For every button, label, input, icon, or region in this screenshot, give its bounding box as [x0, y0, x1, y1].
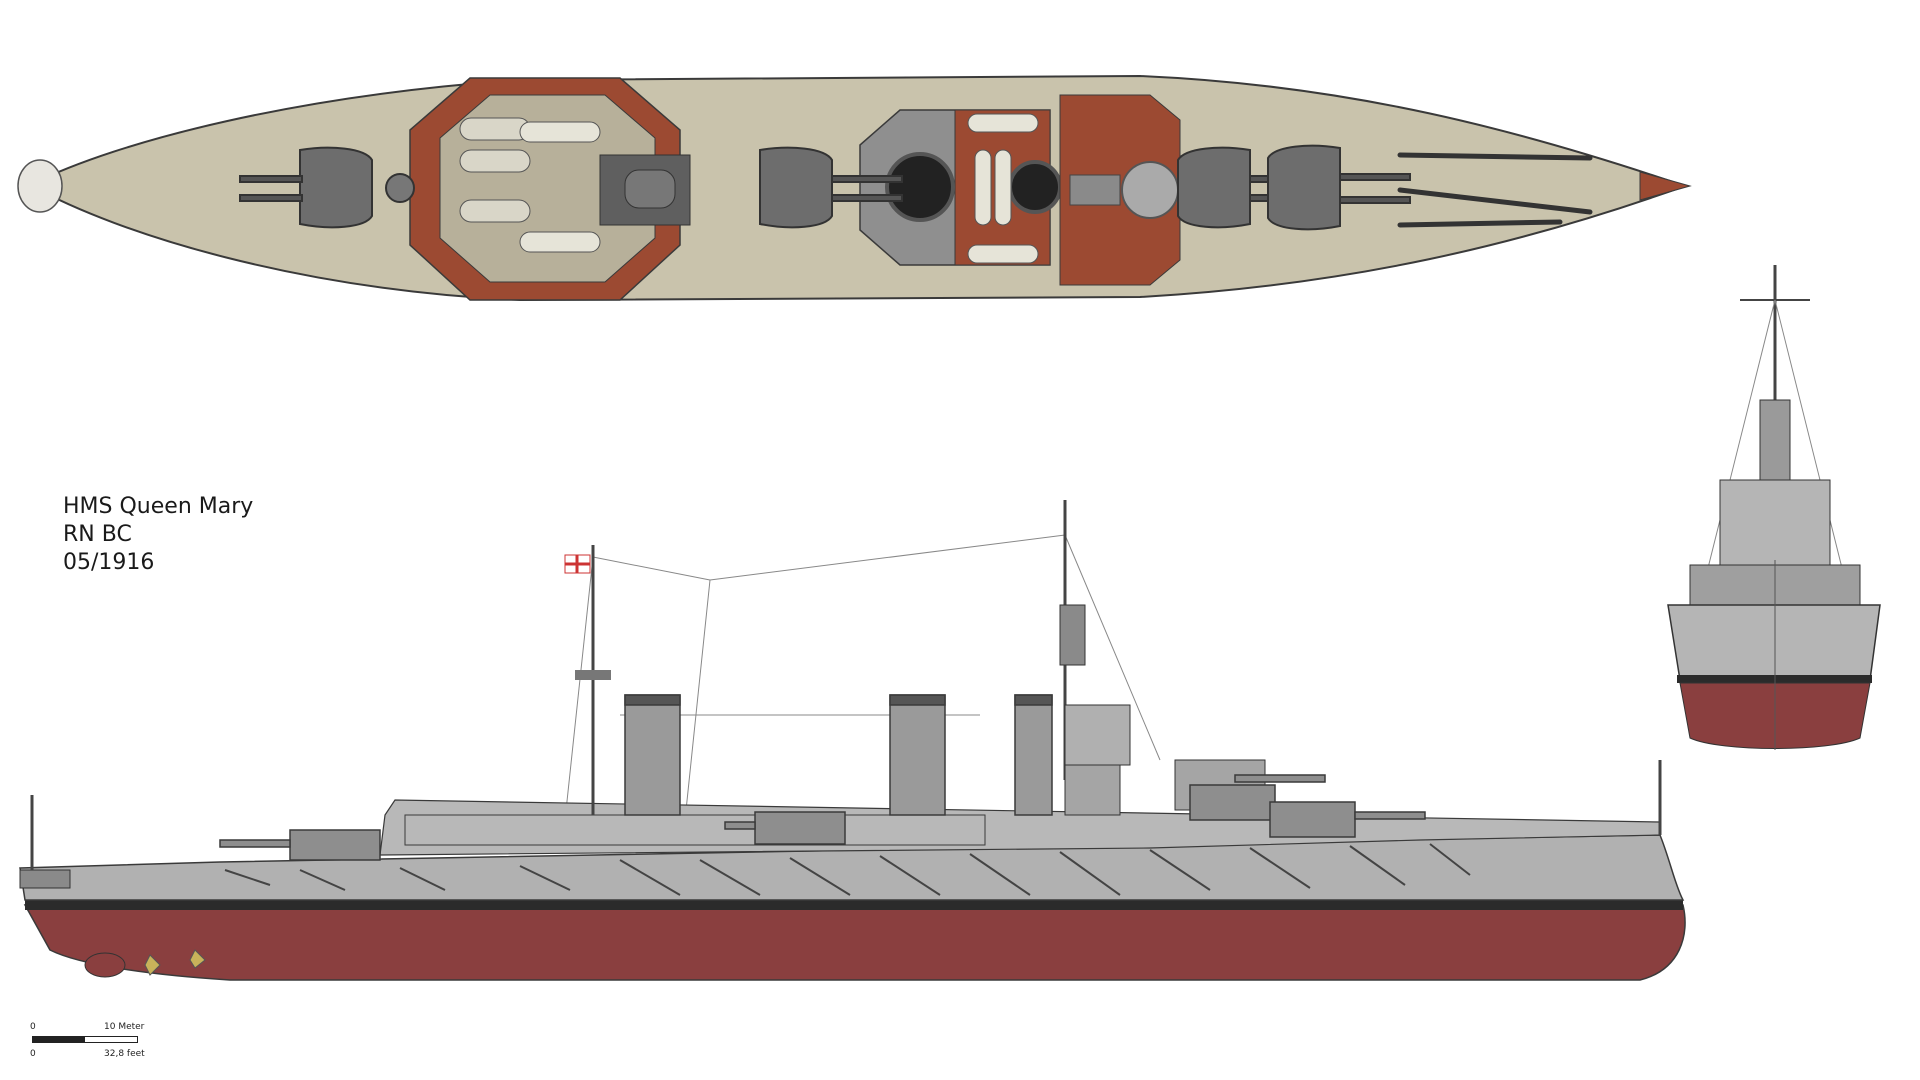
scale-metric-label: 10 Meter: [104, 1022, 145, 1032]
scale-metric-zero: 0: [30, 1022, 36, 1032]
plan-deck: [27, 74, 1689, 302]
bow-view: [1667, 265, 1881, 750]
scale-imperial-zero: 0: [30, 1049, 36, 1059]
profile-view: [19, 500, 1686, 981]
plan-view: [17, 74, 1692, 302]
profile-turrets: [219, 774, 1426, 861]
profile-hull-underwater: [23, 904, 1686, 981]
ship-type: RN BC: [63, 522, 132, 547]
ship-date: 05/1916: [63, 550, 155, 575]
plan-turrets: [239, 144, 1411, 231]
bow-hull: [1667, 604, 1881, 681]
scale-bar-graphic: [32, 1036, 138, 1043]
scale-bar: 0 10 Meter 0 32,8 feet: [30, 1022, 170, 1062]
ship-caption: HMS Queen Mary RN BC 05/1916: [63, 493, 253, 577]
profile-funnels: [624, 694, 1053, 816]
ship-name: HMS Queen Mary: [63, 494, 254, 519]
scale-imperial-label: 32,8 feet: [104, 1049, 145, 1059]
